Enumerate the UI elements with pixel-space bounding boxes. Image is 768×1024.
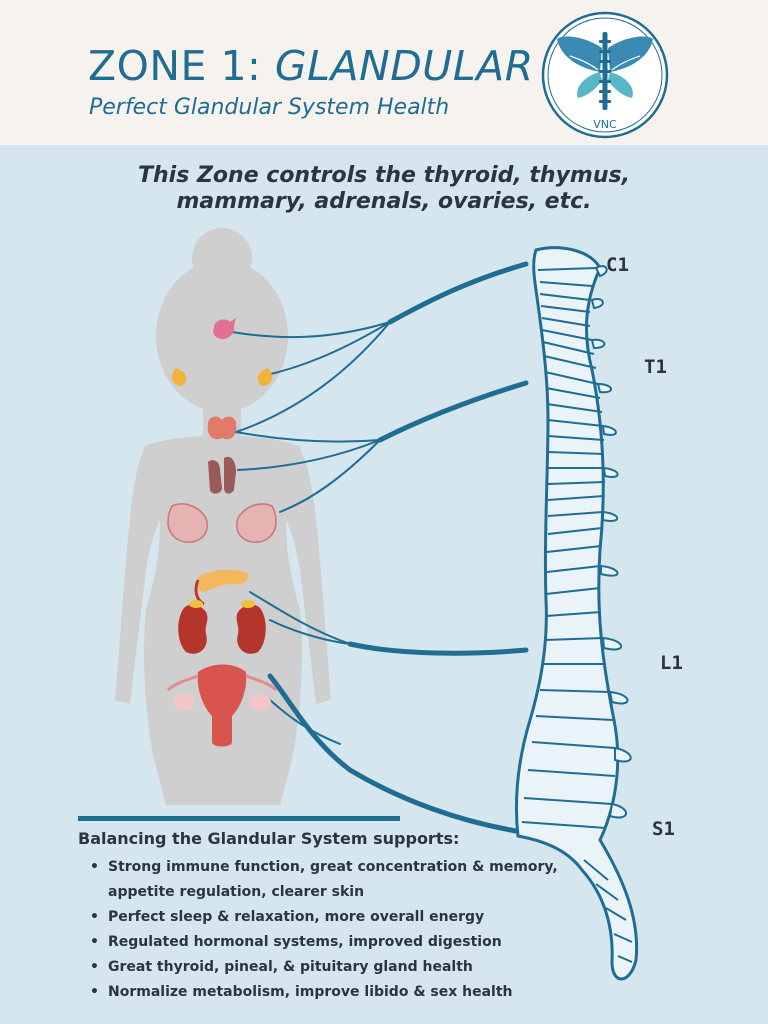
butterfly-icon [557,36,653,98]
spine-label-s1: S1 [652,818,675,840]
benefit-item: Great thyroid, pineal, & pituitary gland… [90,955,560,980]
benefits-list: Strong immune function, great concentrat… [90,855,560,1005]
organ-uterus-ovaries [166,664,278,747]
zone-description-line-2: mammary, adrenals, ovaries, etc. [176,189,592,214]
organ-pituitary [213,318,236,340]
vertebrae-lines [521,267,633,963]
organ-thyroid [207,416,237,440]
organ-kidneys-adrenals [178,600,266,654]
organ-thymus [208,456,236,494]
spine-icon [599,32,611,110]
nerve-lines [231,261,529,835]
spine-label-t1: T1 [644,356,667,378]
title-emphasis: GLANDULAR [274,42,534,90]
benefit-item: Strong immune function, great concentrat… [90,855,560,905]
spine-label-l1: L1 [660,652,683,674]
organ-mammary-glands [167,503,277,543]
page-subtitle: Perfect Glandular System Health [89,95,450,120]
header-band: ZONE 1: GLANDULAR Perfect Glandular Syst… [0,0,768,145]
benefit-item: Normalize metabolism, improve libido & s… [90,980,560,1005]
page-title: ZONE 1: GLANDULAR [88,42,534,90]
logo-text: VNC [593,118,617,131]
spinous-processes [590,265,632,819]
zone-description-line-1: This Zone controls the thyroid, thymus, [138,163,630,188]
organ-ears-glands [171,368,273,386]
benefits-heading: Balancing the Glandular System supports: [78,829,460,848]
section-divider [78,816,400,821]
title-prefix: ZONE 1: [88,42,275,90]
benefit-item: Perfect sleep & relaxation, more overall… [90,905,560,930]
spine-label-c1: C1 [606,254,629,276]
zone-description: This Zone controls the thyroid, thymus, … [0,163,768,215]
vnc-logo: VNC [541,11,669,139]
spine-illustration [515,246,639,981]
benefit-item: Regulated hormonal systems, improved dig… [90,930,560,955]
